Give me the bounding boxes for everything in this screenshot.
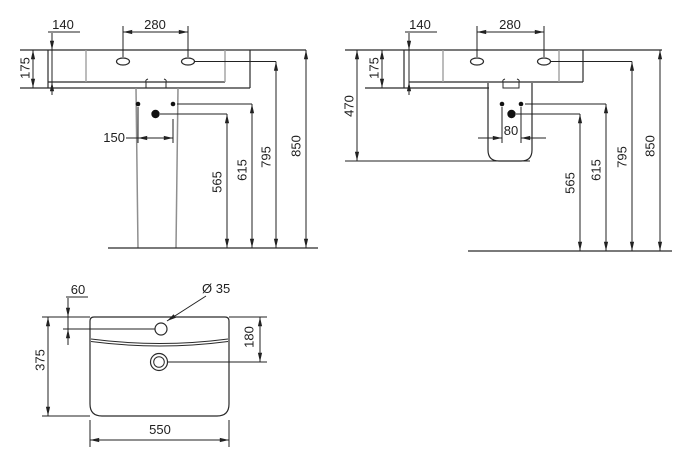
dim-795: 795 bbox=[259, 61, 279, 248]
dim-label-175: 175 bbox=[18, 57, 33, 79]
dim-60: 60 bbox=[63, 282, 155, 345]
dim-140: 140 bbox=[48, 17, 80, 95]
dim-label-850: 850 bbox=[643, 135, 658, 157]
tap-hole bbox=[154, 322, 168, 336]
dim-label-175: 175 bbox=[367, 57, 382, 79]
dim-180: 180 bbox=[168, 316, 267, 363]
dim-615: 615 bbox=[235, 104, 255, 248]
dim-label-150: 150 bbox=[103, 130, 125, 145]
waste-drain bbox=[149, 352, 169, 372]
supply-point-right bbox=[170, 101, 176, 107]
dim-label-565: 565 bbox=[563, 172, 578, 194]
waste-point bbox=[507, 109, 516, 119]
supply-point-left bbox=[499, 101, 505, 107]
dim-label-280: 280 bbox=[499, 17, 521, 32]
dim-175: 175 bbox=[18, 50, 36, 88]
dim-280: 280 bbox=[476, 17, 545, 57]
dim-label-615: 615 bbox=[235, 159, 250, 181]
dim-175: 175 bbox=[367, 50, 385, 88]
dim-565: 565 bbox=[210, 114, 230, 248]
plan-view: 60 Ø 35 180 375 550 bbox=[33, 281, 267, 447]
dim-label-550: 550 bbox=[149, 422, 171, 437]
dim-label-850: 850 bbox=[289, 135, 304, 157]
dim-label-795: 795 bbox=[259, 146, 274, 168]
basin-outline bbox=[89, 316, 230, 417]
tap-hole-diameter-callout: Ø 35 bbox=[166, 281, 230, 322]
front-view-with-pedestal: 280 140 175 150 565 bbox=[18, 17, 318, 249]
semi-pedestal-outline bbox=[487, 83, 533, 162]
fixing-hole-right bbox=[536, 57, 552, 66]
dim-140: 140 bbox=[405, 17, 437, 95]
dim-280: 280 bbox=[122, 17, 189, 57]
fixing-hole-left bbox=[115, 57, 131, 66]
dim-label-375: 375 bbox=[33, 349, 48, 371]
dim-label-60: 60 bbox=[71, 282, 85, 297]
fixing-hole-right bbox=[180, 57, 196, 66]
dim-80: 80 bbox=[478, 107, 546, 143]
waste-notch bbox=[502, 78, 520, 89]
dim-label-dia35: Ø 35 bbox=[202, 281, 230, 296]
pedestal-outline bbox=[135, 87, 179, 249]
dim-label-140: 140 bbox=[409, 17, 431, 32]
fixing-hole-left bbox=[469, 57, 485, 66]
dim-label-80: 80 bbox=[504, 123, 518, 138]
basin-outline bbox=[20, 49, 306, 89]
dim-label-565: 565 bbox=[210, 171, 225, 193]
dim-795: 795 bbox=[615, 61, 635, 251]
basin-outline bbox=[345, 49, 662, 89]
waste-point bbox=[151, 109, 160, 119]
waste-notch bbox=[145, 78, 167, 89]
dim-375: 375 bbox=[33, 316, 90, 417]
dim-label-615: 615 bbox=[589, 159, 604, 181]
dim-550: 550 bbox=[89, 420, 230, 447]
dim-label-795: 795 bbox=[615, 146, 630, 168]
front-view-with-semi-pedestal: 280 140 175 470 80 bbox=[342, 17, 672, 252]
dim-label-470: 470 bbox=[342, 95, 357, 117]
dim-850: 850 bbox=[643, 50, 663, 251]
dim-label-180: 180 bbox=[242, 326, 257, 348]
dim-850: 850 bbox=[289, 50, 309, 248]
dim-label-280: 280 bbox=[144, 17, 166, 32]
dim-470: 470 bbox=[342, 50, 530, 162]
dim-565: 565 bbox=[563, 114, 583, 251]
supply-point-right bbox=[518, 101, 524, 107]
bowl-inner-edge bbox=[90, 338, 229, 347]
supply-point-left bbox=[135, 101, 141, 107]
dim-label-140: 140 bbox=[52, 17, 74, 32]
dim-150: 150 bbox=[103, 107, 174, 145]
dim-615: 615 bbox=[589, 104, 609, 251]
